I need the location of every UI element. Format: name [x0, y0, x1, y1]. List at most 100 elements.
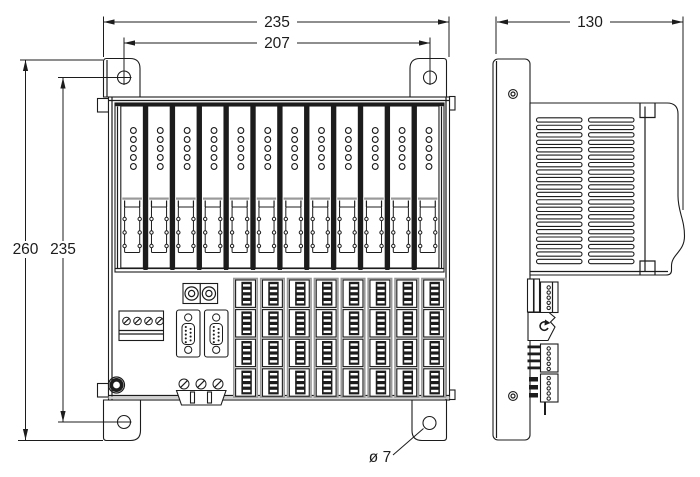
module-led — [129, 127, 137, 134]
module-led — [425, 127, 433, 134]
module-terminal-front — [312, 206, 329, 253]
module-led — [264, 154, 272, 161]
module-led — [425, 163, 433, 170]
module-terminal-front — [231, 206, 248, 253]
side-view — [492, 58, 686, 441]
module-terminal-front — [419, 206, 436, 253]
dsub9-connector — [175, 309, 201, 358]
lever-arrow-head-icon — [544, 319, 551, 326]
rail-tab-top-left — [96, 97, 110, 113]
io-modules — [120, 104, 440, 270]
module-led — [425, 136, 433, 143]
vent-slot — [535, 199, 583, 205]
vent-slot — [535, 258, 583, 265]
module-separator — [277, 104, 283, 270]
front-view — [96, 57, 456, 442]
vent-slot — [587, 206, 635, 213]
vent-slot — [587, 258, 635, 265]
module-separator — [304, 104, 309, 270]
module-led — [264, 136, 272, 143]
dimensions: 235 207 130 260 235 ø 7 — [10, 13, 684, 466]
module-led — [398, 136, 406, 143]
side-connectors — [526, 278, 559, 415]
module-led — [156, 136, 164, 143]
rail-tab-top-right — [448, 95, 456, 111]
screw-icon — [212, 345, 221, 354]
housing-notch-top — [639, 103, 656, 119]
vent-slot — [587, 184, 635, 190]
vent-slot — [535, 243, 583, 250]
terminal-column — [394, 277, 420, 398]
module-led — [237, 154, 245, 161]
module-led — [183, 145, 191, 152]
vent-slot — [535, 206, 583, 213]
module-led — [344, 136, 352, 143]
vent-slot — [535, 139, 583, 145]
module-led — [183, 163, 191, 170]
module-led — [237, 127, 245, 134]
module-separator — [197, 104, 202, 270]
vent-slot — [535, 184, 583, 190]
mounting-bracket-top-right — [409, 57, 448, 98]
module-led — [129, 136, 137, 143]
vent-slot — [535, 176, 583, 183]
module-led — [183, 127, 191, 134]
vent-slot — [535, 132, 583, 138]
module-led — [291, 145, 299, 152]
vent-slot — [587, 251, 635, 257]
module-led — [344, 145, 352, 152]
screw-icon — [184, 345, 193, 354]
dim-label-depth: 130 — [577, 14, 603, 31]
module-separator — [143, 104, 148, 270]
terminal-column — [259, 277, 285, 398]
rail-tab-bottom-right — [448, 389, 456, 401]
screw-icon — [212, 313, 221, 322]
module-led — [371, 127, 379, 134]
module-terminal-front — [285, 206, 302, 253]
vent-slot — [587, 124, 635, 131]
terminal-screws — [122, 316, 164, 326]
vent-slot — [535, 124, 583, 131]
module-terminal-front — [150, 206, 168, 253]
module-led — [318, 145, 325, 152]
terminal-column — [286, 277, 312, 398]
module-led — [210, 145, 218, 152]
leader-line-hole-diameter — [392, 428, 424, 456]
module-led — [318, 136, 325, 143]
vent-slot — [587, 139, 635, 145]
module-terminal-front — [258, 206, 275, 253]
module-led — [344, 154, 352, 161]
vent-slot — [535, 251, 583, 257]
vent-slot — [535, 236, 583, 242]
module-separator — [224, 104, 229, 270]
module-led — [237, 136, 245, 143]
housing-notch-bottom — [639, 260, 656, 275]
dim-label-overall-width: 235 — [264, 14, 290, 31]
module-separator — [358, 104, 363, 270]
module-led — [318, 163, 325, 170]
plate-screw-bottom — [508, 391, 518, 401]
vent-slot — [535, 214, 583, 220]
vent-slot — [587, 229, 635, 235]
module-terminal-front — [177, 206, 194, 253]
dim-label-hole-diameter: ø 7 — [369, 449, 391, 466]
vent-slot — [587, 169, 635, 175]
module-led — [291, 163, 299, 170]
module-led — [291, 136, 299, 143]
cable-clamp — [175, 378, 227, 406]
module-led — [318, 127, 325, 134]
vent-slot — [587, 191, 635, 198]
vent-slot — [535, 147, 583, 153]
vent-slot — [535, 229, 583, 235]
release-lever — [527, 311, 556, 342]
terminal-block-grid — [233, 277, 447, 398]
module-led — [291, 154, 299, 161]
dim-label-overall-height: 260 — [13, 241, 39, 258]
ground-terminal — [107, 376, 126, 394]
serial-connectors — [175, 309, 229, 358]
module-led — [183, 154, 191, 161]
vent-slot — [587, 221, 635, 227]
rail-tab-bottom-left — [96, 382, 110, 398]
